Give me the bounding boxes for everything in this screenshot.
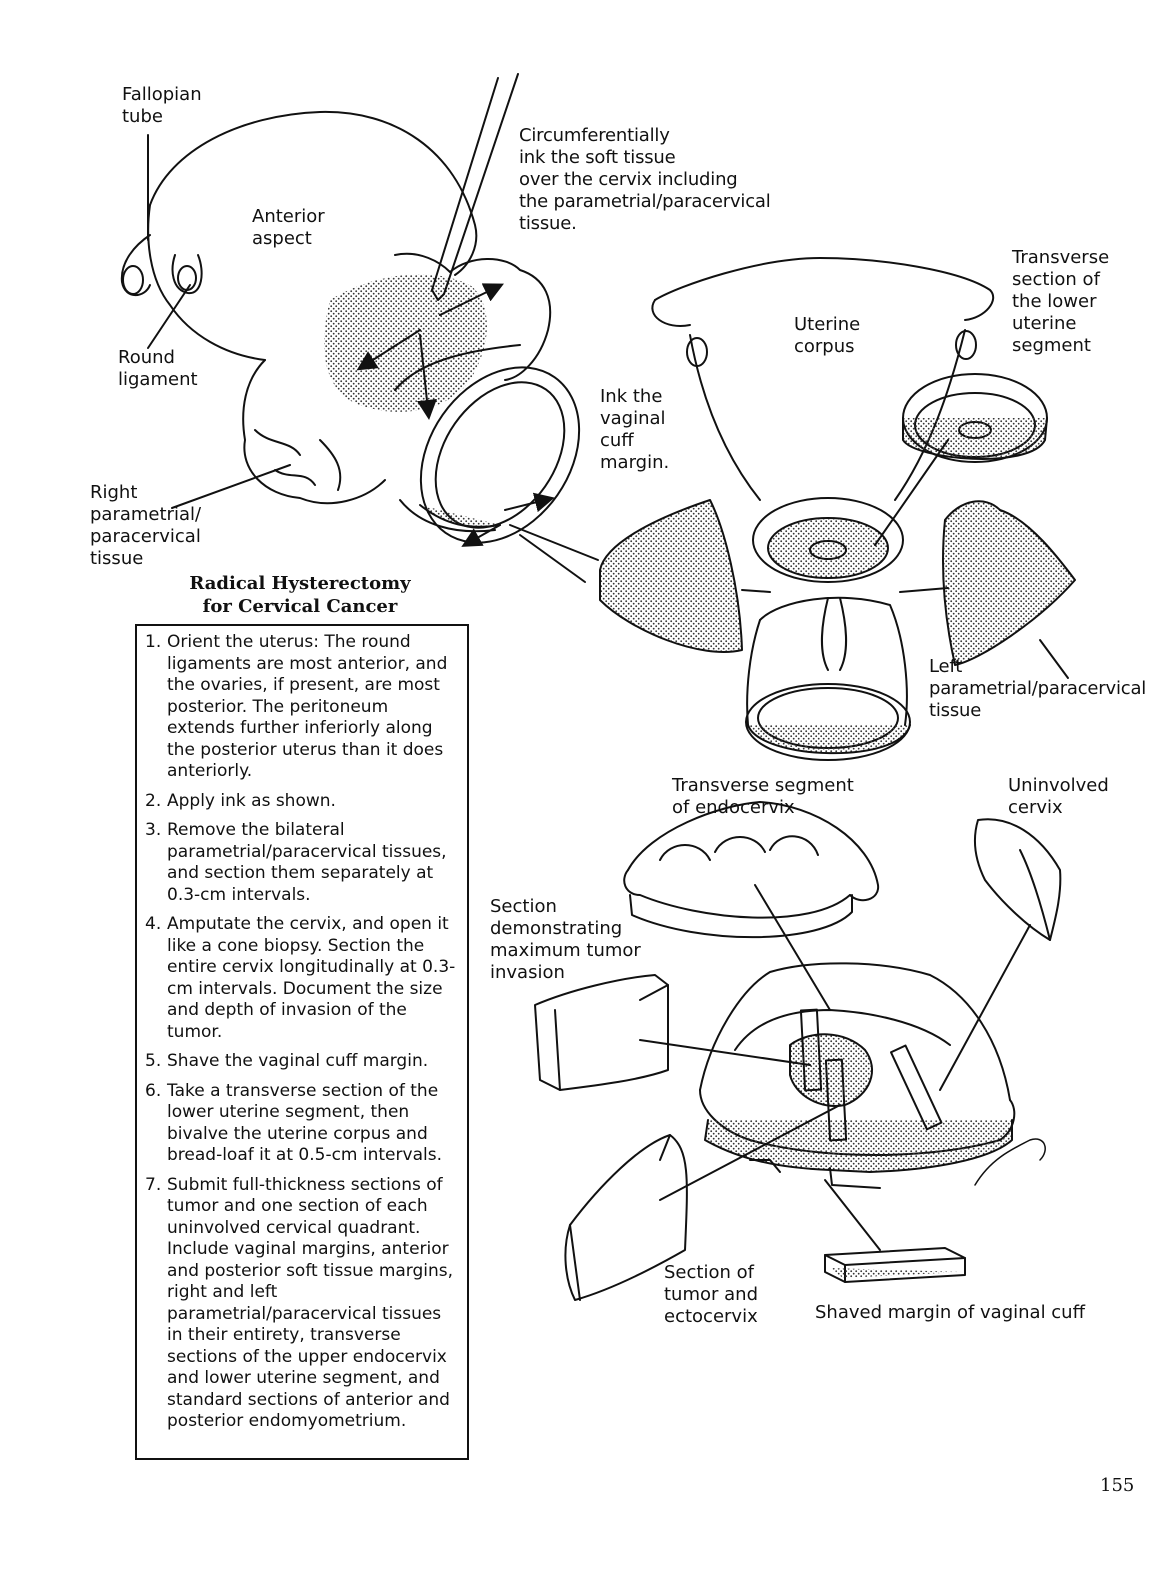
- procedure-step: 5.Shave the vaginal cuff margin.: [145, 1051, 457, 1073]
- step-text: Take a transverse section of the lower u…: [167, 1081, 457, 1167]
- procedure-step: 1.Orient the uterus: The round ligaments…: [145, 632, 457, 783]
- label-transverse-lower-segment: Transverse section of the lower uterine …: [1012, 247, 1109, 357]
- opened-cervix-drawing: [535, 802, 1060, 1300]
- procedure-step: 2.Apply ink as shown.: [145, 791, 457, 813]
- procedure-step: 3.Remove the bilateral parametrial/parac…: [145, 820, 457, 906]
- label-right-parametrial: Right parametrial/ paracervical tissue: [90, 482, 201, 570]
- step-number: 3.: [145, 820, 167, 906]
- procedure-steps-box: 1.Orient the uterus: The round ligaments…: [135, 624, 469, 1460]
- label-uterine-corpus: Uterine corpus: [794, 314, 860, 358]
- step-text: Apply ink as shown.: [167, 791, 457, 813]
- step-text: Submit full-thickness sections of tumor …: [167, 1175, 457, 1433]
- label-shaved-margin: Shaved margin of vaginal cuff: [815, 1302, 1085, 1324]
- label-left-parametrial: Left parametrial/paracervical tissue: [929, 656, 1146, 722]
- page-number: 155: [1100, 1475, 1134, 1496]
- label-tumor-ectocervix: Section of tumor and ectocervix: [664, 1262, 758, 1328]
- procedure-steps-list: 1.Orient the uterus: The round ligaments…: [145, 632, 457, 1433]
- label-ink-soft-tissue: Circumferentially ink the soft tissue ov…: [519, 125, 771, 235]
- label-uninvolved-cervix: Uninvolved cervix: [1008, 775, 1109, 819]
- step-number: 4.: [145, 914, 167, 1043]
- procedure-title: Radical Hysterectomy for Cervical Cancer: [150, 572, 450, 618]
- label-transverse-endocervix: Transverse segment of endocervix: [672, 775, 854, 819]
- step-text: Shave the vaginal cuff margin.: [167, 1051, 457, 1073]
- step-number: 6.: [145, 1081, 167, 1167]
- label-fallopian-tube: Fallopian tube: [122, 84, 202, 128]
- step-text: Orient the uterus: The round ligaments a…: [167, 632, 457, 783]
- step-text: Remove the bilateral parametrial/paracer…: [167, 820, 457, 906]
- label-max-tumor-invasion: Section demonstrating maximum tumor inva…: [490, 896, 641, 984]
- label-ink-vaginal-cuff: Ink the vaginal cuff margin.: [600, 386, 669, 474]
- step-number: 2.: [145, 791, 167, 813]
- label-anterior-aspect: Anterior aspect: [252, 206, 325, 250]
- step-text: Amputate the cervix, and open it like a …: [167, 914, 457, 1043]
- step-number: 5.: [145, 1051, 167, 1073]
- label-round-ligament: Round ligament: [118, 347, 198, 391]
- procedure-step: 7.Submit full-thickness sections of tumo…: [145, 1175, 457, 1433]
- step-number: 7.: [145, 1175, 167, 1433]
- procedure-step: 4.Amputate the cervix, and open it like …: [145, 914, 457, 1043]
- procedure-step: 6.Take a transverse section of the lower…: [145, 1081, 457, 1167]
- step-number: 1.: [145, 632, 167, 783]
